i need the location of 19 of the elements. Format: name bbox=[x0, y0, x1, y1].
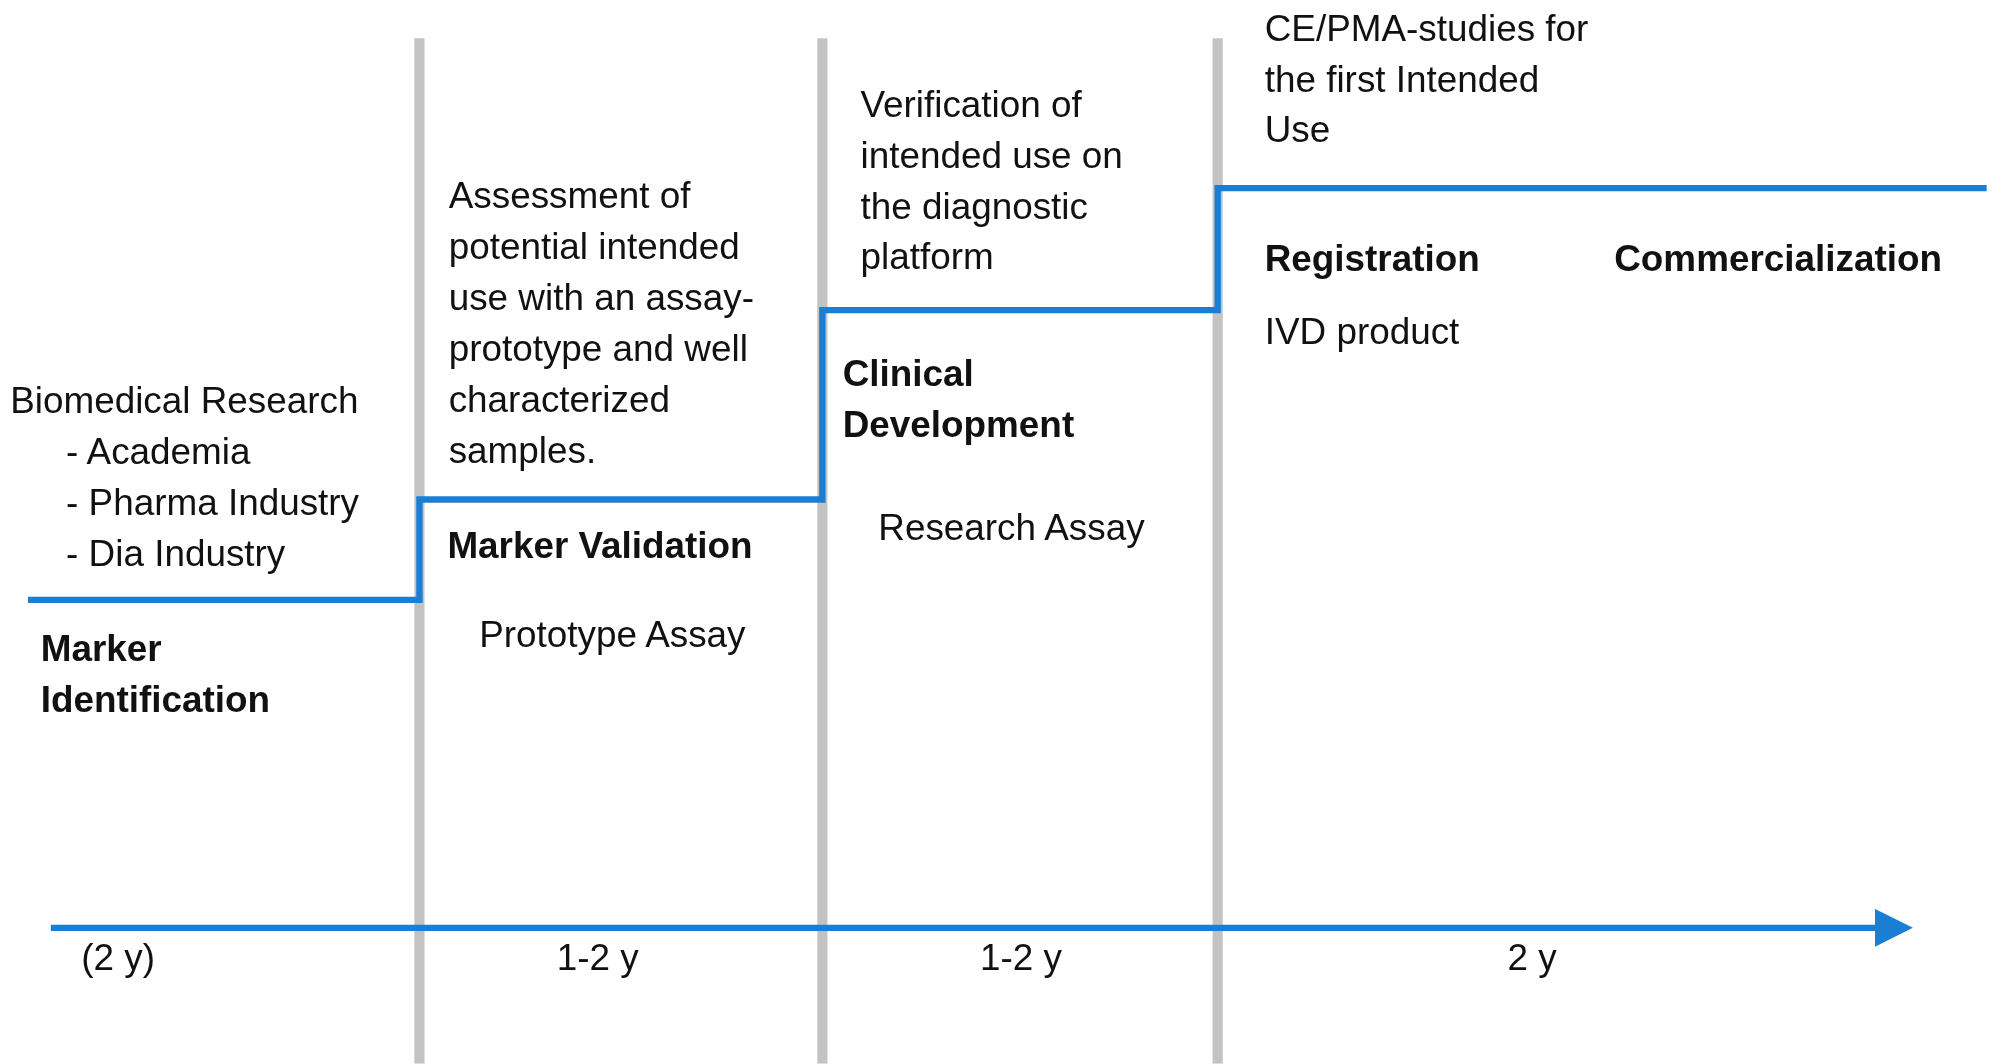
phase-title: Marker Validation bbox=[447, 523, 753, 568]
phase-title: Clinical Development bbox=[842, 352, 1076, 447]
body-text: IVD product bbox=[1264, 310, 1460, 355]
body-text: CE/PMA-studies for the first Intended Use bbox=[1264, 6, 1590, 152]
phase-title: Commercialization bbox=[1614, 236, 1942, 281]
phase-title: Registration bbox=[1264, 236, 1480, 281]
duration-label: (2 y) bbox=[81, 935, 156, 980]
body-text: Biomedical Research bbox=[10, 379, 359, 423]
list-item: - Pharma Industry bbox=[66, 480, 360, 525]
list-item: - Dia Industry bbox=[66, 531, 286, 576]
duration-label: 2 y bbox=[1507, 935, 1557, 980]
phase-title: Marker Identification bbox=[40, 626, 272, 722]
body-text: Research Assay bbox=[878, 506, 1145, 550]
duration-label: 1-2 y bbox=[980, 935, 1062, 980]
duration-label: 1-2 y bbox=[556, 935, 639, 980]
body-text: Prototype Assay bbox=[479, 612, 746, 657]
body-text: Assessment of potential intended use with an assay-prototype and well characterized samples. bbox=[448, 174, 755, 473]
list-item: - Academia bbox=[66, 429, 251, 474]
body-text: Verification of intended use on the diagnostic platform bbox=[860, 82, 1124, 280]
